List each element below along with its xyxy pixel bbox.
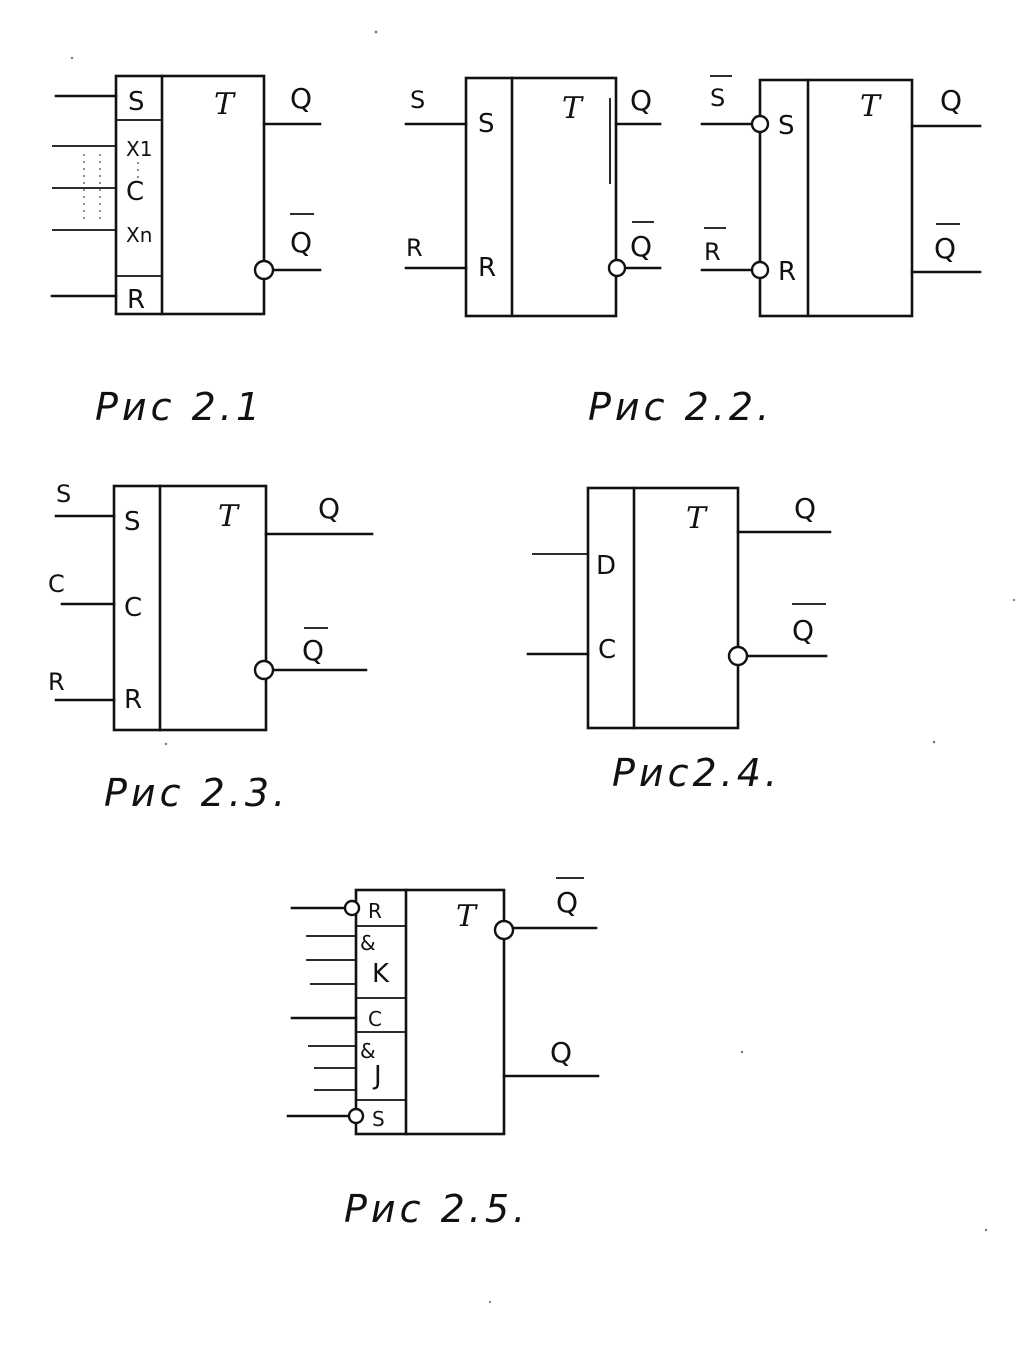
fig2b-pin-r: R bbox=[778, 257, 796, 287]
fig1-pin-c: C bbox=[126, 177, 144, 207]
fig2a-block-label: T bbox=[562, 91, 584, 126]
fig1-pin-xn: Xn bbox=[126, 223, 152, 247]
fig5-pin-s: S bbox=[372, 1107, 385, 1131]
fig5-r-inversion-bubble bbox=[343, 899, 361, 917]
figure-2-1: S X1 C Xn R T Q Q Рис 2.1 bbox=[50, 74, 322, 429]
fig1-outer-box bbox=[114, 74, 266, 316]
fig4-output-q: Q bbox=[794, 492, 816, 525]
fig3-block-label: T bbox=[218, 499, 240, 534]
fig1-caption: Рис 2.1 bbox=[95, 385, 264, 429]
fig2a-output-q: Q bbox=[630, 84, 652, 117]
fig5-output-qbar: Q bbox=[556, 886, 578, 919]
fig3-signal-s: S bbox=[56, 480, 71, 508]
fig2b-pin-s: S bbox=[778, 111, 795, 141]
fig5-pin-r: R bbox=[368, 899, 382, 923]
fig5-output-q: Q bbox=[550, 1036, 572, 1069]
fig2-caption: Рис 2.2. bbox=[588, 385, 773, 429]
fig3-output-q: Q bbox=[318, 492, 340, 525]
fig2b-output-q: Q bbox=[940, 84, 962, 117]
figure-2-2-a: S R S R T Q Q bbox=[404, 76, 662, 318]
fig1-output-q: Q bbox=[290, 82, 312, 115]
fig4-caption: Рис2.4. bbox=[612, 751, 781, 795]
fig3-outer-box bbox=[112, 484, 268, 732]
figure-2-5: R & K C & J S T Q Q Рис 2.5. bbox=[286, 877, 600, 1231]
fig3-caption: Рис 2.3. bbox=[104, 771, 289, 815]
scan-specks bbox=[70, 30, 1016, 1304]
fig2b-signal-rbar: R bbox=[704, 238, 721, 266]
fig5-pin-j: J bbox=[372, 1061, 382, 1091]
fig1-pin-s: S bbox=[128, 87, 145, 117]
fig3-signal-c: C bbox=[48, 570, 65, 598]
fig5-pin-c: C bbox=[368, 1007, 382, 1031]
fig2b-block-label: T bbox=[860, 89, 882, 124]
fig3-output-qbar: Q bbox=[302, 634, 324, 667]
fig5-and-k: & bbox=[360, 931, 376, 955]
fig4-pin-d: D bbox=[596, 551, 616, 581]
fig4-inversion-bubble bbox=[727, 645, 749, 667]
fig2b-r-inversion-bubble bbox=[750, 260, 770, 280]
fig5-s-inversion-bubble bbox=[347, 1107, 365, 1125]
fig3-inversion-bubble bbox=[253, 659, 275, 681]
fig4-outer-box bbox=[586, 486, 740, 730]
fig2a-inversion-bubble bbox=[607, 258, 627, 278]
fig2a-pin-s: S bbox=[478, 109, 495, 139]
fig3-pin-s: S bbox=[124, 507, 141, 537]
fig1-pin-x1: X1 bbox=[126, 137, 152, 161]
fig3-signal-r: R bbox=[48, 668, 65, 696]
fig3-pin-r: R bbox=[124, 685, 142, 715]
fig1-output-qbar: Q bbox=[290, 226, 312, 259]
figure-2-2-b: S R S R T Q Q bbox=[700, 75, 982, 318]
figure-2-3: S C R S C R T Q Q Рис 2.3. bbox=[48, 480, 374, 815]
fig5-outer-box bbox=[354, 888, 506, 1136]
fig4-block-label: T bbox=[686, 501, 708, 536]
fig5-inversion-bubble bbox=[493, 919, 515, 941]
fig5-caption: Рис 2.5. bbox=[344, 1187, 529, 1231]
fig2b-output-qbar: Q bbox=[934, 232, 956, 265]
fig2a-signal-s: S bbox=[410, 86, 425, 114]
fig2b-signal-sbar: S bbox=[710, 84, 725, 112]
fig4-pin-c: C bbox=[598, 635, 616, 665]
fig2a-outer-box bbox=[464, 76, 618, 318]
fig5-pin-k: K bbox=[372, 959, 390, 989]
fig1-pin-r: R bbox=[127, 285, 145, 315]
fig1-block-label: T bbox=[214, 87, 236, 122]
fig5-and-j: & bbox=[360, 1039, 376, 1063]
fig2a-signal-r: R bbox=[406, 234, 423, 262]
fig3-pin-c: C bbox=[124, 593, 142, 623]
figure-2-4: D C T Q Q Рис2.4. bbox=[526, 486, 832, 795]
fig2b-s-inversion-bubble bbox=[750, 114, 770, 134]
fig2b-outer-box bbox=[758, 78, 914, 318]
fig1-inversion-bubble bbox=[253, 259, 275, 281]
fig4-output-qbar: Q bbox=[792, 614, 814, 647]
fig2a-output-qbar: Q bbox=[630, 230, 652, 263]
fig5-block-label: T bbox=[456, 899, 478, 934]
fig2a-pin-r: R bbox=[478, 253, 496, 283]
